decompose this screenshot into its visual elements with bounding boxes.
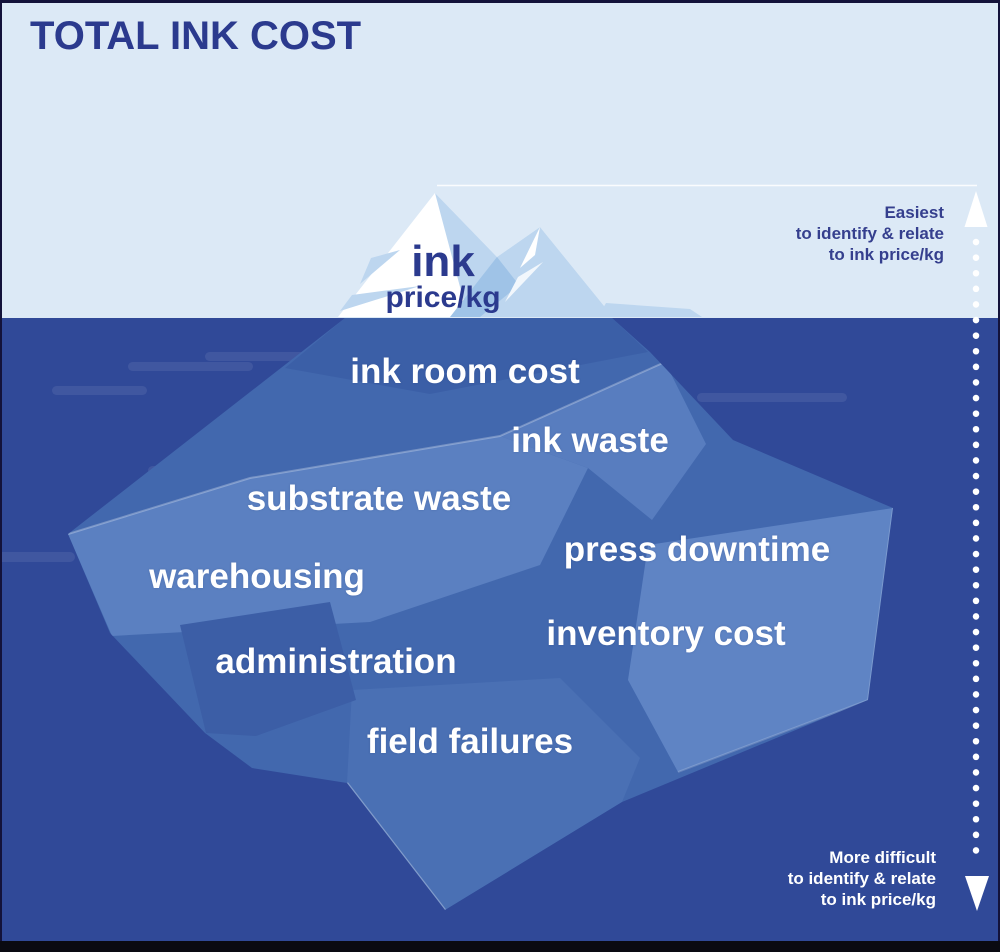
hidden-cost-field-failures: field failures (366, 722, 574, 761)
note-more-difficult-line1: More difficult (829, 848, 936, 867)
label-ink: ink (411, 237, 475, 286)
hidden-cost-ink-waste: ink waste (511, 421, 669, 460)
page-title: TOTAL INK COST (30, 14, 362, 58)
label-ink-price-per-kg: price/kg (385, 281, 501, 314)
hidden-cost-press-downtime: press downtime (563, 530, 831, 569)
note-more-difficult-line3: to ink price/kg (820, 890, 936, 909)
note-easiest-line2: to identify & relate (795, 224, 944, 243)
arrow-up-icon (964, 191, 988, 227)
difficulty-scale (964, 191, 989, 911)
note-easiest-line3: to ink price/kg (828, 245, 944, 264)
note-more-difficult: More difficult to identify & relate to i… (788, 847, 936, 910)
note-easiest-line1: Easiest (884, 203, 944, 222)
hidden-cost-inventory-cost: inventory cost (546, 614, 786, 653)
hidden-cost-warehousing: warehousing (149, 557, 365, 596)
note-more-difficult-line2: to identify & relate (787, 869, 936, 888)
arrow-down-icon (965, 876, 989, 911)
hidden-cost-ink-room-cost: ink room cost (350, 352, 580, 391)
note-easiest: Easiest to identify & relate to ink pric… (796, 202, 944, 265)
iceberg-underwater (68, 318, 893, 910)
hidden-cost-substrate-waste: substrate waste (246, 479, 512, 518)
hidden-cost-administration: administration (215, 642, 457, 681)
iceberg-above-water (338, 193, 702, 317)
